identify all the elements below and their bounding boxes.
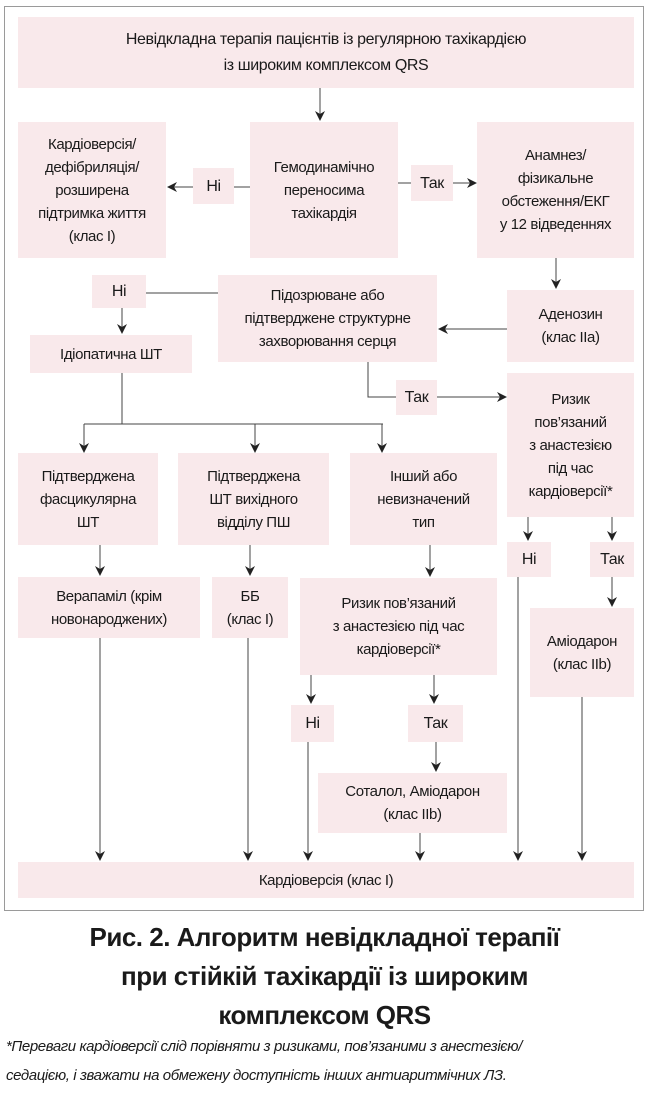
structural-disease-node: Підозрюване або підтверджене структурне …: [218, 275, 437, 362]
hemodynamic-node: Гемодинамічно переносима тахікардія: [250, 122, 398, 258]
start-node: Невідкладна терапія пацієнтів із регуляр…: [18, 17, 634, 88]
sotalol-amiodarone-node: Соталол, Аміодарон (клас IIb): [318, 773, 507, 833]
connectors: [79, 88, 617, 861]
no-label: Ні: [507, 542, 551, 577]
figure-caption: Рис. 2. Алгоритм невідкладної терапії пр…: [89, 922, 560, 1030]
diagram-frame: [4, 6, 644, 911]
idiopathic-vt-node: Ідіопатична ШТ: [30, 335, 192, 373]
no-label: Ні: [193, 168, 234, 204]
yes-label: Так: [411, 165, 453, 201]
fascicular-vt-node: Підтверджена фасцикулярна ШТ: [18, 453, 158, 545]
other-type-node: Інший або невизначений тип: [350, 453, 497, 545]
no-label: Ні: [92, 275, 146, 308]
anesthesia-risk-mid-node: Ризик пов’язаний з анастезією під час ка…: [300, 578, 497, 675]
verapamil-node: Верапаміл (крім новонароджених): [18, 577, 200, 638]
final-cardioversion-node: Кардіоверсія (клас I): [18, 862, 634, 898]
rvot-vt-node: Підтверджена ШТ вихідного відділу ПШ: [178, 453, 329, 545]
footnote: *Переваги кардіоверсії слід порівняти з …: [6, 1038, 522, 1084]
anamnesis-node: Анамнез/ фізикальне обстеження/ЕКГ у 12 …: [477, 122, 634, 258]
line-idiopathic-branch: [84, 373, 383, 425]
yes-label: Так: [590, 542, 634, 577]
cardioversion-defib-node: Кардіоверсія/ дефібриляція/ розширена пі…: [18, 122, 166, 258]
yes-label: Так: [396, 380, 437, 415]
adenosine-node: Аденозин (клас IIa): [507, 290, 634, 362]
yes-label: Так: [408, 705, 463, 742]
beta-blocker-node: ББ (клас I): [212, 577, 288, 638]
no-label: Ні: [291, 705, 334, 742]
anesthesia-risk-right-node: Ризик пов’язаний з анастезією під час ка…: [507, 373, 634, 517]
amiodarone-node: Аміодарон (клас IIb): [530, 608, 634, 697]
line-structural-yes: [367, 362, 396, 398]
